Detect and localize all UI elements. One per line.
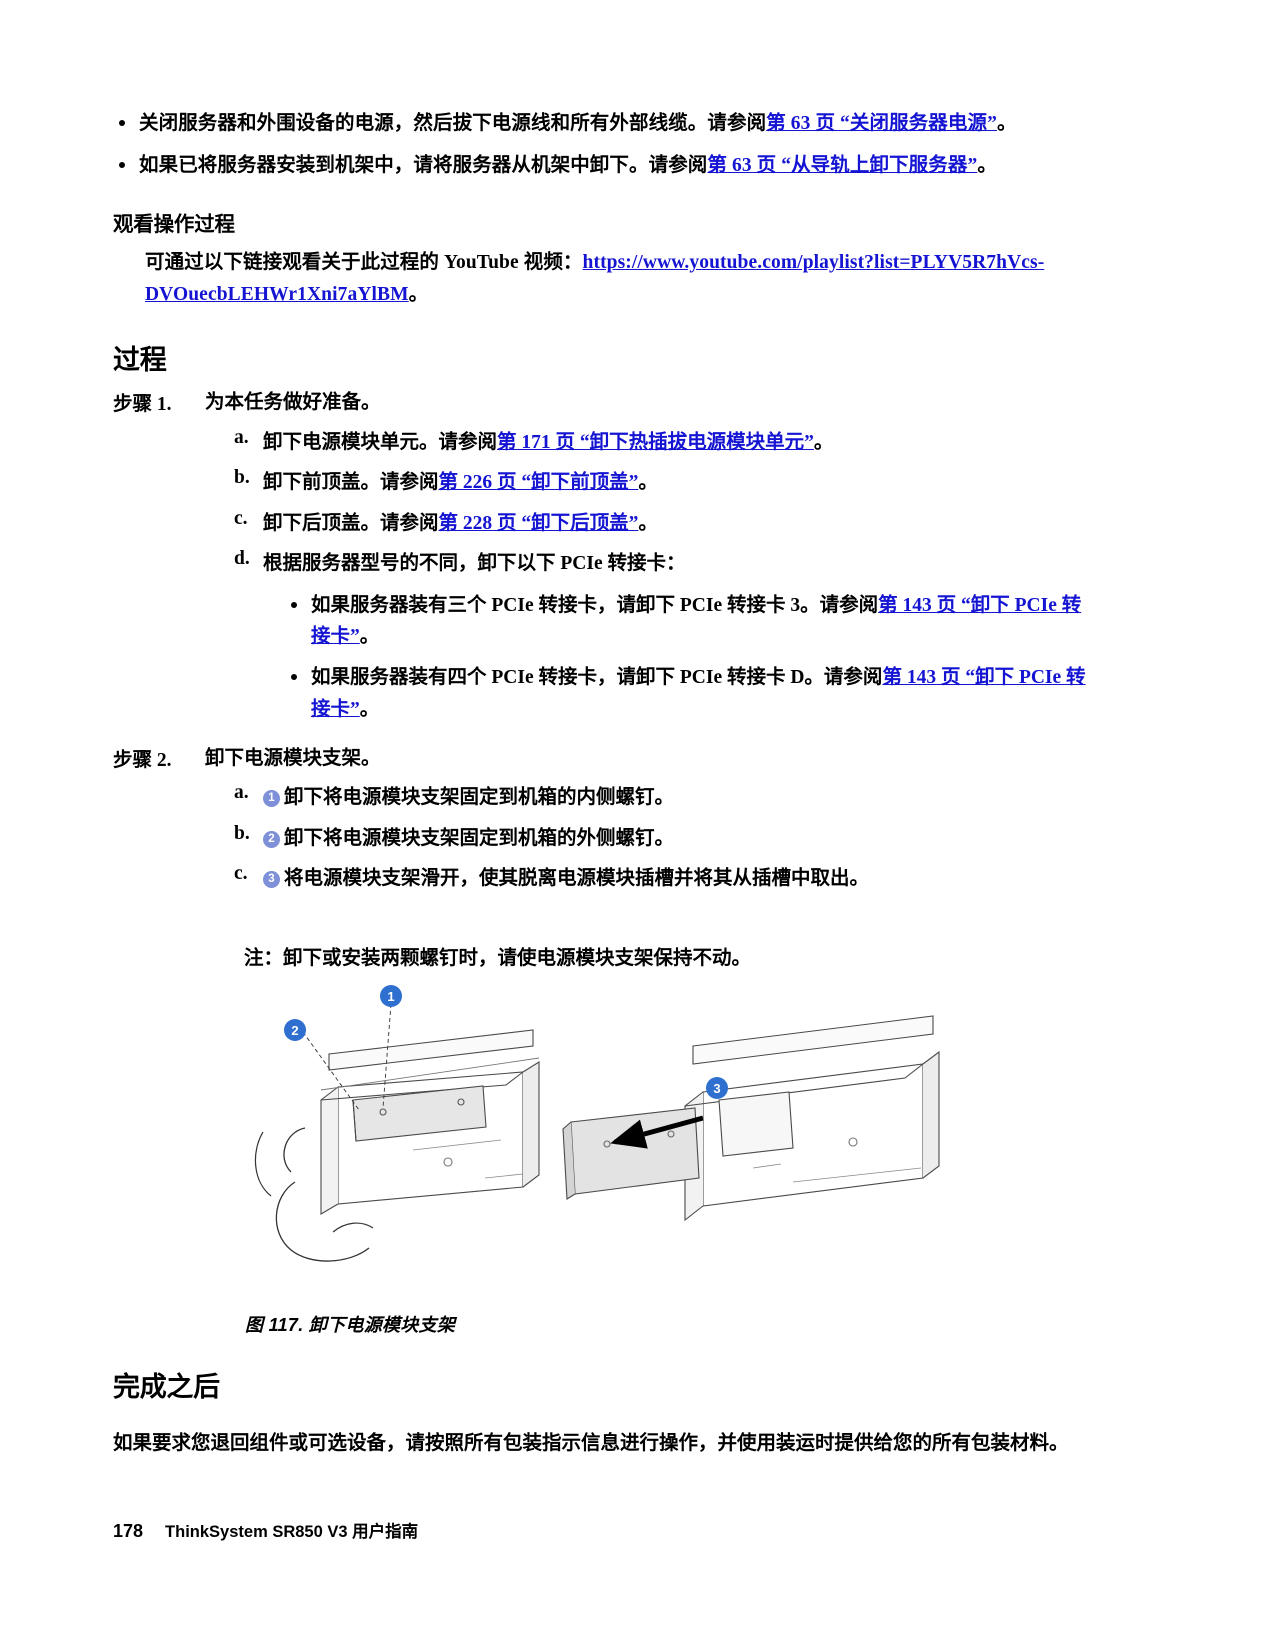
- figure-callout-1-icon: 1: [380, 985, 402, 1008]
- substep-2a-label: a.: [234, 782, 249, 804]
- cross-reference-link[interactable]: 第 63 页 “从导轨上卸下服务器”: [707, 154, 978, 176]
- substep-text-lead: 将电源模块支架滑开，使其脱离电源模块插槽并将其从插槽中取出。: [284, 868, 870, 890]
- watch-text: 可通过以下链接观看关于此过程的 YouTube 视频：: [145, 252, 583, 274]
- svg-text:3: 3: [713, 1081, 720, 1096]
- figure-callout-3-icon: 3: [706, 1077, 728, 1100]
- substep-1a: a. 卸下电源模块单元。请参阅第 171 页 “卸下热插拔电源模块单元”。: [234, 427, 1088, 459]
- watch-procedure-paragraph: 可通过以下链接观看关于此过程的 YouTube 视频：https://www.y…: [145, 247, 1088, 310]
- substep-2c-label: c.: [234, 863, 248, 885]
- substep-1a-text: 卸下电源模块单元。请参阅第 171 页 “卸下热插拔电源模块单元”。: [263, 427, 1088, 459]
- after-finish-paragraph: 如果要求您退回组件或可选设备，请按照所有包装指示信息进行操作，并使用装运时提供给…: [113, 1433, 1069, 1455]
- cross-reference-link[interactable]: 第 143 页 “卸下 PCIe 转接卡”: [311, 594, 1082, 648]
- bullet-text-tail: 。: [996, 113, 1017, 134]
- bullet-text: 如果服务器装有四个 PCIe 转接卡，请卸下 PCIe 转接卡 D。请参阅: [311, 666, 883, 688]
- list-item: 关闭服务器和外围设备的电源，然后拔下电源线和所有外部线缆。请参阅第 63 页 “…: [113, 108, 1088, 140]
- substep-1b-label: b.: [234, 467, 250, 489]
- list-item: 如果服务器装有四个 PCIe 转接卡，请卸下 PCIe 转接卡 D。请参阅第 1…: [285, 662, 1088, 725]
- svg-text:1: 1: [387, 989, 394, 1004]
- substep-1a-label: a.: [234, 426, 249, 448]
- substep-text-lead: 卸下前顶盖。请参阅: [263, 472, 439, 494]
- substep-1b-text: 卸下前顶盖。请参阅第 226 页 “卸下前顶盖”。: [263, 467, 1088, 499]
- figure-callout-2-icon: 2: [284, 1019, 306, 1042]
- bullet-text: 关闭服务器和外围设备的电源，然后拔下电源线和所有外部线缆。请参阅: [139, 113, 767, 134]
- substep-text-tail: 。: [813, 431, 834, 453]
- substep-2b-label: b.: [234, 822, 250, 844]
- svg-text:2: 2: [291, 1023, 298, 1038]
- cross-reference-link[interactable]: 第 63 页 “关闭服务器电源”: [766, 113, 997, 134]
- step-2-label: 步骤 2.: [113, 750, 172, 772]
- prerequisite-bullet-list: 关闭服务器和外围设备的电源，然后拔下电源线和所有外部线缆。请参阅第 63 页 “…: [113, 108, 1088, 181]
- bullet-text: 如果已将服务器安装到机架中，请将服务器从机架中卸下。请参阅: [139, 154, 708, 176]
- bullet-text-tail: 。: [977, 154, 997, 176]
- substep-1d-label: d.: [234, 548, 250, 570]
- footer-document-title: ThinkSystem SR850 V3 用户指南: [165, 1523, 419, 1541]
- substep-1c: c. 卸下后顶盖。请参阅第 228 页 “卸下后顶盖”。: [234, 508, 1088, 540]
- note-text: 注：卸下或安装两颗螺钉时，请使电源模块支架保持不动。: [244, 948, 752, 970]
- cross-reference-link[interactable]: 第 171 页 “卸下热插拔电源模块单元”: [497, 431, 814, 453]
- substep-1d-text: 根据服务器型号的不同，卸下以下 PCIe 转接卡： 如果服务器装有三个 PCIe…: [263, 548, 1088, 734]
- bullet-text: 如果服务器装有三个 PCIe 转接卡，请卸下 PCIe 转接卡 3。请参阅: [311, 594, 879, 616]
- pcie-riser-bullet-list: 如果服务器装有三个 PCIe 转接卡，请卸下 PCIe 转接卡 3。请参阅第 1…: [285, 590, 1088, 725]
- power-supply-bracket-diagram: 1 2 3: [254, 985, 940, 1262]
- substep-text-lead: 卸下后顶盖。请参阅: [263, 512, 439, 534]
- step-1: 步骤 1. 为本任务做好准备。 a. 卸下电源模块单元。请参阅第 171 页 “…: [113, 387, 1088, 734]
- section-heading-procedure: 过程: [113, 345, 167, 376]
- bullet-text-tail: 。: [359, 626, 380, 648]
- substep-1c-text: 卸下后顶盖。请参阅第 228 页 “卸下后顶盖”。: [263, 508, 1088, 540]
- watch-text-tail: 。: [408, 283, 429, 305]
- bullet-text-tail: 。: [359, 698, 380, 720]
- cross-reference-link[interactable]: 第 228 页 “卸下后顶盖”: [438, 512, 639, 534]
- step-1-label: 步骤 1.: [113, 394, 172, 416]
- substep-text-lead: 卸下电源模块单元。请参阅: [263, 431, 498, 453]
- figure-illustration: 1 2 3: [233, 982, 1033, 1307]
- substep-1b: b. 卸下前顶盖。请参阅第 226 页 “卸下前顶盖”。: [234, 467, 1088, 499]
- page-content: 关闭服务器和外围设备的电源，然后拔下电源线和所有外部线缆。请参阅第 63 页 “…: [113, 108, 1088, 1460]
- callout-badge-1-icon: 1: [263, 790, 280, 808]
- list-item: 如果服务器装有三个 PCIe 转接卡，请卸下 PCIe 转接卡 3。请参阅第 1…: [285, 590, 1088, 653]
- step-2-text: 卸下电源模块支架。: [205, 748, 381, 770]
- cross-reference-link[interactable]: 第 226 页 “卸下前顶盖”: [438, 472, 639, 494]
- substep-text-lead: 卸下将电源模块支架固定到机箱的内侧螺钉。: [284, 787, 675, 809]
- substep-text-tail: 。: [638, 472, 658, 494]
- substep-text-lead: 根据服务器型号的不同，卸下以下 PCIe 转接卡：: [263, 553, 686, 575]
- step-1-substeps: a. 卸下电源模块单元。请参阅第 171 页 “卸下热插拔电源模块单元”。 b.…: [234, 427, 1088, 735]
- substep-text-tail: 。: [638, 512, 658, 534]
- footer-page-number: 178: [113, 1521, 144, 1541]
- section-heading-watch-procedure: 观看操作过程: [113, 213, 235, 237]
- figure-caption: 图 117. 卸下电源模块支架: [245, 1315, 456, 1336]
- callout-badge-2-icon: 2: [263, 830, 280, 848]
- step-1-row: 步骤 1. 为本任务做好准备。: [113, 387, 1088, 418]
- youtube-playlist-link[interactable]: https://www.youtube.com/playlist?list=PL…: [145, 252, 1045, 305]
- substep-1c-label: c.: [234, 507, 248, 529]
- section-heading-after-finish: 完成之后: [113, 1372, 220, 1403]
- step-2-row: 步骤 2. 卸下电源模块支架。: [113, 743, 1088, 774]
- page-footer: 178 ThinkSystem SR850 V3 用户指南: [113, 1518, 418, 1542]
- substep-1d: d. 根据服务器型号的不同，卸下以下 PCIe 转接卡： 如果服务器装有三个 P…: [234, 548, 1088, 734]
- substep-text-lead: 卸下将电源模块支架固定到机箱的外侧螺钉。: [284, 827, 675, 849]
- list-item: 如果已将服务器安装到机架中，请将服务器从机架中卸下。请参阅第 63 页 “从导轨…: [113, 150, 1088, 182]
- callout-badge-3-icon: 3: [263, 871, 280, 889]
- step-1-text: 为本任务做好准备。: [205, 392, 381, 414]
- cross-reference-link[interactable]: 第 143 页 “卸下 PCIe 转接卡”: [311, 666, 1086, 720]
